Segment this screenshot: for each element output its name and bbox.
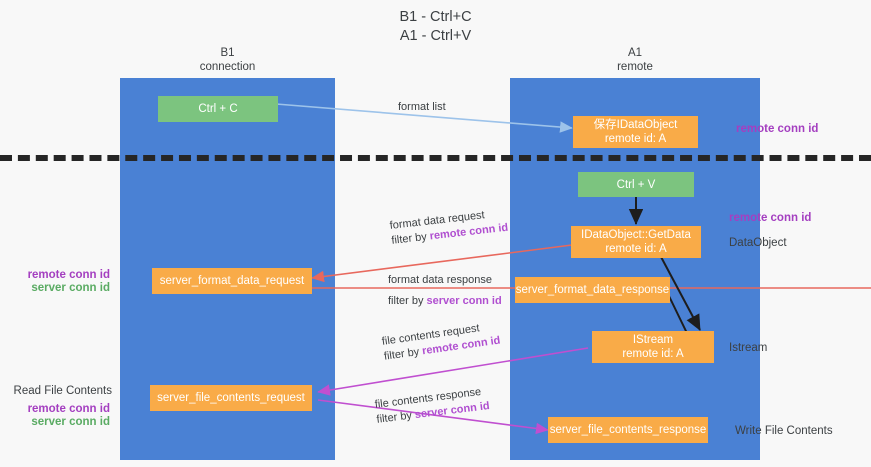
box-ctrl-c-label: Ctrl + C — [198, 103, 238, 115]
annotation-read-file-contents: Read File Contents — [13, 385, 112, 397]
box-ctrl-v[interactable]: Ctrl + V — [578, 172, 694, 197]
edge-label-format-data-response-line1: format data response — [388, 274, 492, 286]
box-server-file-contents-request-label: server_file_contents_request — [157, 392, 305, 404]
annotation-left-remote-conn-id: remote conn id — [27, 269, 110, 281]
edge-label-format-data-request: format data request filter by remote con… — [389, 206, 509, 249]
edge-label-format-list-text: format list — [398, 101, 446, 113]
page-title-line2: A1 - Ctrl+V — [399, 28, 472, 44]
annotation-dataobject: DataObject — [729, 237, 787, 249]
box-ctrl-c[interactable]: Ctrl + C — [158, 96, 278, 122]
box-server-format-data-request-label: server_format_data_request — [159, 275, 305, 287]
annotation-remote-conn-id-mid: remote conn id — [729, 212, 812, 224]
edge-label-format-data-response: format data response filter by server co… — [388, 273, 502, 309]
box-server-format-data-request[interactable]: server_format_data_request — [152, 268, 312, 294]
edge-label-format-data-response-line2: filter by server conn id — [388, 294, 502, 309]
phase-separator — [0, 155, 871, 161]
box-istream[interactable]: IStream remote id: A — [592, 331, 714, 363]
column-header-b1: B1 connection — [120, 46, 335, 74]
box-idataobject-getdata-line2: remote id: A — [605, 243, 667, 255]
box-istream-line2: remote id: A — [622, 348, 684, 360]
annotation-left-server-conn-id-2: server conn id — [31, 416, 110, 428]
annotation-istream: Istream — [729, 342, 768, 354]
box-istream-line1: IStream — [632, 334, 674, 346]
column-header-a1: A1 remote — [510, 46, 760, 74]
box-idataobject-getdata[interactable]: IDataObject::GetData remote id: A — [571, 226, 701, 258]
box-save-idataobject-line2: remote id: A — [604, 133, 667, 145]
box-server-format-data-response[interactable]: server_format_data_response — [515, 277, 670, 303]
box-server-file-contents-request[interactable]: server_file_contents_request — [150, 385, 312, 411]
box-server-format-data-response-label: server_format_data_response — [515, 284, 670, 296]
box-server-file-contents-response[interactable]: server_file_contents_response — [548, 417, 708, 443]
box-save-idataobject[interactable]: 保存IDataObject remote id: A — [573, 116, 698, 148]
edge-label-format-data-response-prefix: filter by — [388, 295, 427, 307]
box-server-file-contents-response-label: server_file_contents_response — [549, 424, 707, 436]
column-header-a1-role: remote — [617, 61, 653, 73]
edge-label-file-contents-request-prefix: filter by — [383, 345, 424, 363]
column-header-b1-name: B1 — [220, 47, 235, 59]
box-save-idataobject-line1: 保存IDataObject — [593, 119, 678, 131]
edge-label-file-contents-response: file contents response filter by server … — [374, 384, 491, 428]
edge-label-file-contents-request: file contents request filter by remote c… — [381, 319, 501, 365]
annotation-remote-conn-id-top: remote conn id — [736, 123, 819, 135]
edge-label-format-data-request-prefix: filter by — [390, 230, 431, 247]
column-header-a1-name: A1 — [627, 47, 643, 59]
edge-label-format-list: format list — [398, 100, 446, 115]
edge-label-file-contents-response-prefix: filter by — [375, 409, 416, 426]
annotation-left-remote-conn-id-2: remote conn id — [27, 403, 110, 415]
page-title-line1: B1 - Ctrl+C — [399, 9, 472, 25]
column-header-b1-role: connection — [199, 61, 256, 73]
box-ctrl-v-label: Ctrl + V — [616, 178, 656, 191]
page-title: B1 - Ctrl+C A1 - Ctrl+V — [0, 8, 871, 46]
annotation-write-file-contents: Write File Contents — [735, 425, 833, 437]
annotation-left-server-conn-id: server conn id — [31, 282, 110, 294]
edge-label-format-data-response-highlight: server conn id — [426, 295, 502, 307]
box-idataobject-getdata-line1: IDataObject::GetData — [581, 229, 691, 241]
